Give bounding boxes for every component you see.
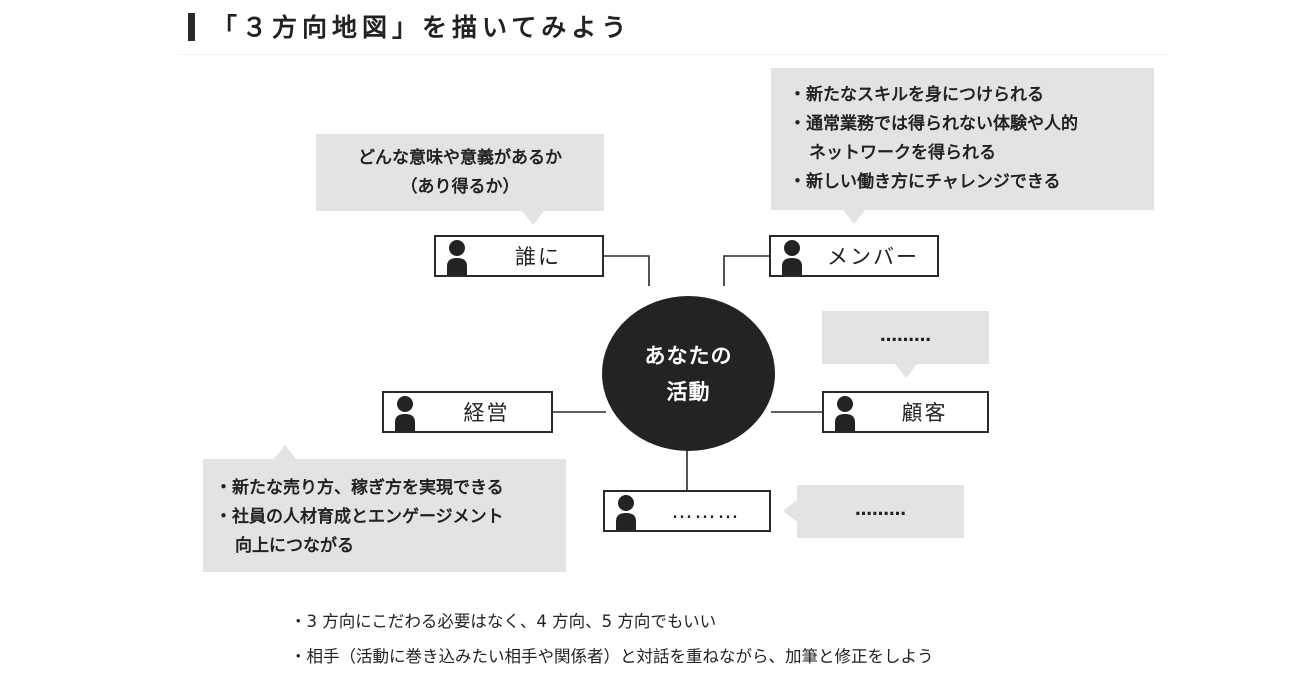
bubble-line: ・新しい働き方にチャレンジできる (789, 172, 1061, 192)
footer-note: ・3 方向にこだわる必要はなく、4 方向、5 方向でもいい (290, 612, 717, 631)
bubble-line: ・新たなスキルを身につけられる (789, 85, 1044, 105)
node-label: 経営 (463, 401, 510, 425)
bubble-line: （あり得るか） (400, 177, 520, 197)
hub-line: 活動 (666, 379, 711, 404)
bubble-line: 向上につながる (235, 536, 354, 556)
hub-your-activity: あなたの 活動 (602, 296, 775, 451)
person-icon (782, 240, 802, 275)
node-label: 誰に (515, 245, 561, 269)
node-label: メンバー (827, 245, 919, 269)
connector-dare-ni (602, 255, 650, 286)
bubble-member: ・新たなスキルを身につけられる ・通常業務では得られない体験や人的 ネットワーク… (771, 68, 1154, 224)
bubble-line: ・通常業務では得られない体験や人的 (789, 114, 1078, 134)
bubble-line: ネットワークを得られる (809, 143, 996, 163)
bubble-line: ……… (855, 500, 906, 520)
node-kokyaku: 顧客 (822, 391, 989, 433)
bubble-tail (895, 364, 917, 378)
node-dare-ni: 誰に (434, 235, 604, 277)
node-label: 顧客 (901, 401, 948, 425)
bubble-keiei: ・新たな売り方、稼ぎ方を実現できる ・社員の人材育成とエンゲージメント 向上につ… (203, 445, 566, 572)
bubble-kokyaku: ……… (822, 311, 989, 378)
person-icon (835, 396, 855, 431)
connector-member (723, 255, 771, 286)
person-icon (447, 240, 467, 275)
bubble-dare-ni: どんな意味や意義があるか （あり得るか） (316, 134, 604, 225)
person-icon (395, 396, 415, 431)
bubble-line: ・新たな売り方、稼ぎ方を実現できる (215, 478, 504, 498)
title-accent-bar (188, 13, 195, 41)
bubble-tail (843, 210, 865, 224)
bubble-tail (783, 500, 797, 522)
footer-note: ・相手（活動に巻き込みたい相手や関係者）と対話を重ねながら、加筆と修正をしよう (290, 647, 934, 666)
node-member: メンバー (769, 235, 939, 277)
node-other: ……… (603, 490, 771, 532)
panel-divider (178, 54, 1168, 55)
bubble-line: ・社員の人材育成とエンゲージメント (215, 507, 504, 527)
bubble-other: ……… (783, 485, 964, 538)
node-keiei: 経営 (382, 391, 553, 433)
node-label: ……… (671, 499, 741, 523)
bubble-line: どんな意味や意義があるか (358, 148, 562, 168)
hub-line: あなたの (644, 343, 733, 368)
person-icon (616, 495, 636, 530)
bubble-line: ……… (880, 326, 931, 346)
bubble-tail (274, 445, 296, 459)
page-title: 「３方向地図」を描いてみよう (212, 13, 632, 42)
bubble-tail (522, 211, 544, 225)
